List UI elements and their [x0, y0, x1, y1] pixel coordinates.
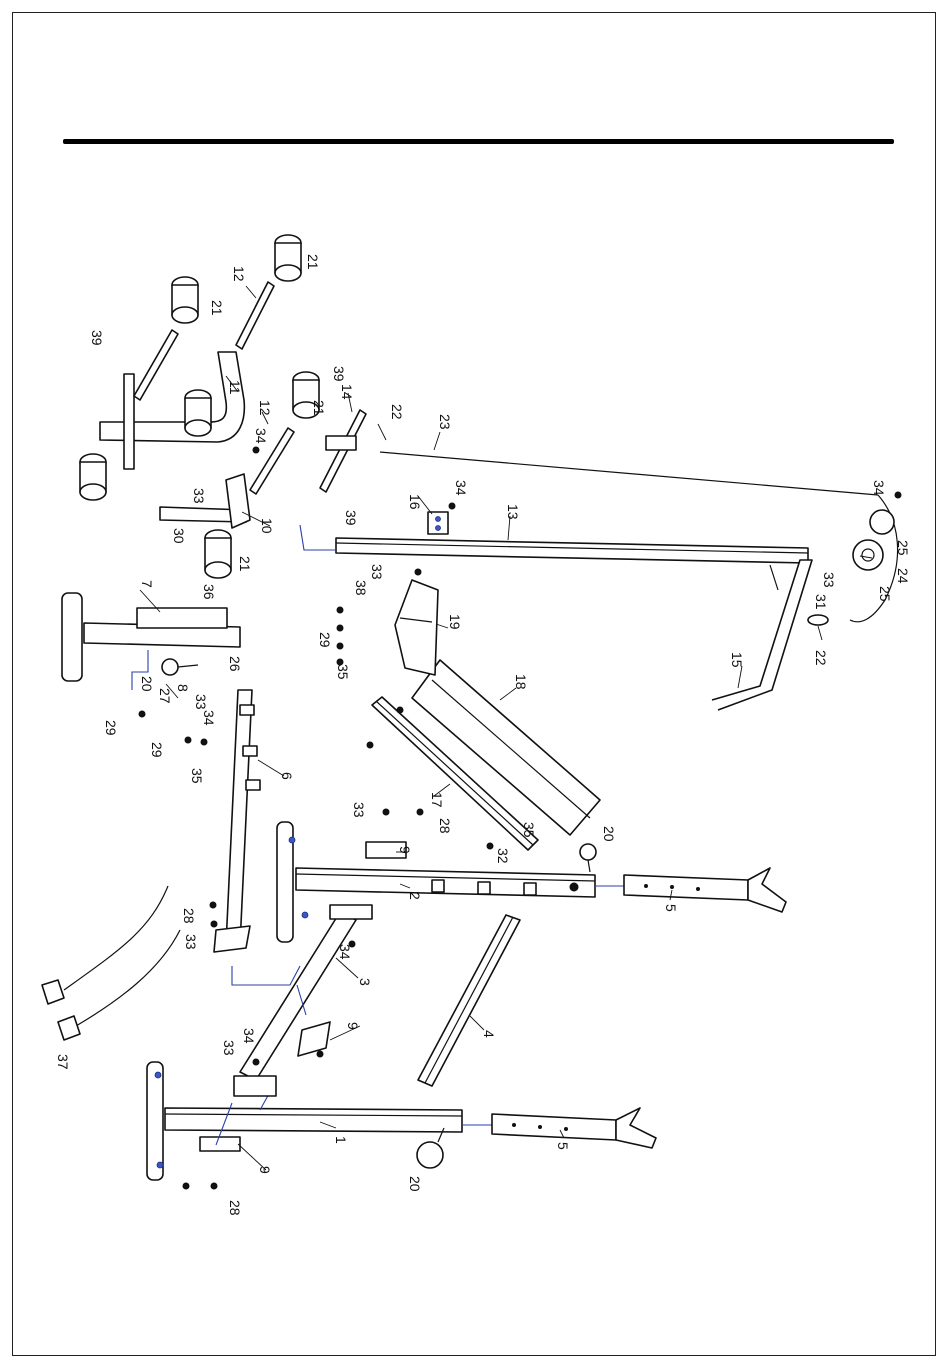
part-label-39: 39: [89, 330, 105, 346]
part-label-35: 35: [189, 768, 205, 784]
front-support-7: [62, 593, 240, 681]
tube-14: [320, 410, 366, 492]
snap-hook-22-lower: [808, 615, 828, 625]
part-label-28: 28: [227, 1200, 243, 1216]
part-label-28: 28: [437, 818, 453, 834]
part-label-12: 12: [231, 266, 247, 282]
part-label-30: 30: [171, 528, 187, 544]
part-label-9: 9: [397, 846, 413, 854]
part-label-20: 20: [407, 1176, 423, 1192]
part-label-4: 4: [481, 1030, 497, 1038]
part-label-5: 5: [663, 904, 679, 912]
part-label-5: 5: [555, 1142, 571, 1150]
part-label-9: 9: [345, 1022, 361, 1030]
part-label-25: 25: [895, 540, 911, 556]
part-label-34: 34: [241, 1028, 257, 1044]
roller-pads-21: [80, 235, 319, 578]
part-label-6: 6: [279, 772, 295, 780]
part-label-33: 33: [221, 1040, 237, 1056]
part-label-10: 10: [259, 518, 275, 534]
part-label-39: 39: [343, 510, 359, 526]
part-label-23: 23: [437, 414, 453, 430]
part-label-8: 8: [175, 684, 191, 692]
part-label-37: 37: [55, 1054, 71, 1070]
part-label-27: 27: [157, 688, 173, 704]
leg-extension-5-upper: [624, 868, 786, 912]
pulley-bracket-16: [428, 512, 448, 534]
part-label-33: 33: [183, 934, 199, 950]
part-label-21: 21: [305, 254, 321, 270]
part-label-14: 14: [339, 384, 355, 400]
knob-20-upper: [580, 844, 596, 872]
part-label-7: 7: [139, 580, 155, 588]
part-label-33: 33: [191, 488, 207, 504]
press-arm-15: [712, 560, 812, 710]
part-label-34: 34: [253, 428, 269, 444]
part-label-1: 1: [333, 1136, 349, 1144]
handles-37: [42, 886, 180, 1040]
part-label-34: 34: [201, 710, 217, 726]
part-label-16: 16: [407, 494, 423, 510]
seat-pad-19: [395, 580, 438, 675]
part-label-22: 22: [389, 404, 405, 420]
knob-20-lower: [417, 1128, 444, 1168]
part-label-35: 35: [521, 822, 537, 838]
part-label-33: 33: [193, 694, 209, 710]
part-label-39: 39: [331, 366, 347, 382]
part-label-36: 36: [201, 584, 217, 600]
part-label-29: 29: [103, 720, 119, 736]
leg-extension-5-lower: [492, 1108, 656, 1148]
part-label-29: 29: [317, 632, 333, 648]
center-spine-tube-3: [232, 905, 372, 1096]
part-label-33: 33: [369, 564, 385, 580]
part-label-38: 38: [353, 580, 369, 596]
part-label-35: 35: [335, 664, 351, 680]
part-label-33: 33: [351, 802, 367, 818]
part-label-28: 28: [181, 908, 197, 924]
part-label-11: 11: [227, 380, 243, 395]
part-label-22: 22: [813, 650, 829, 666]
part-label-24: 24: [895, 568, 911, 584]
part-label-34: 34: [453, 480, 469, 496]
part-label-13: 13: [505, 504, 521, 520]
part-label-21: 21: [237, 556, 253, 572]
part-label-21: 21: [311, 400, 327, 416]
part-label-34: 34: [871, 480, 887, 496]
part-label-17: 17: [429, 792, 445, 808]
support-bracket-9-mid: [298, 1022, 330, 1056]
part-label-20: 20: [601, 826, 617, 842]
part-label-20: 20: [139, 676, 155, 692]
part-label-25: 25: [877, 586, 893, 602]
part-label-29: 29: [149, 742, 165, 758]
part-label-31: 31: [813, 594, 829, 610]
part-label-33: 33: [821, 572, 837, 588]
part-label-18: 18: [513, 674, 529, 690]
part-label-19: 19: [447, 614, 463, 630]
part-label-9: 9: [257, 1166, 273, 1174]
part-label-3: 3: [357, 978, 373, 986]
part-label-34: 34: [337, 944, 353, 960]
leg-developer-frame-11: [100, 352, 244, 469]
part-label-12: 12: [257, 400, 273, 416]
main-upright-13: [300, 525, 808, 563]
part-label-2: 2: [407, 892, 423, 900]
cross-tube-4: [418, 915, 520, 1086]
backrest-pad-18: [412, 660, 600, 835]
part-label-21: 21: [209, 300, 225, 316]
seat-post-6: [214, 690, 260, 952]
pulley-24: [853, 510, 894, 570]
rear-base-tube-2: [277, 822, 624, 942]
part-label-26: 26: [227, 656, 243, 672]
part-label-15: 15: [729, 652, 745, 668]
part-label-32: 32: [495, 848, 511, 864]
